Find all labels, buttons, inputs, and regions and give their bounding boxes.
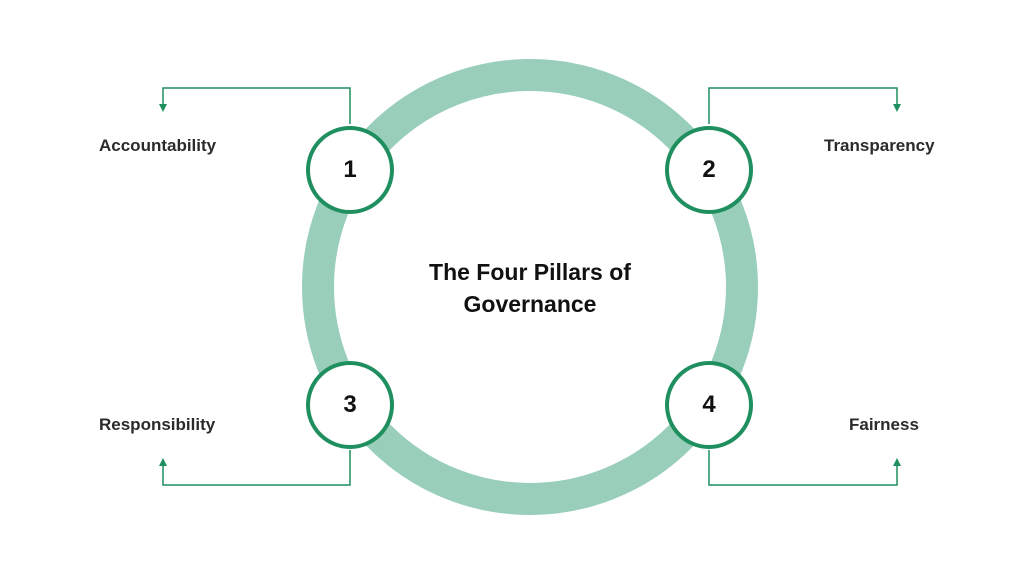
diagram-title-line1: The Four Pillars of: [429, 259, 631, 285]
pillar-number-1: 1: [306, 126, 394, 214]
pillar-label-transparency: Transparency: [824, 136, 935, 155]
pillar-number-2: 2: [665, 126, 753, 214]
diagram-title: The Four Pillars of Governance: [380, 256, 680, 320]
pillar-label-accountability: Accountability: [99, 136, 217, 155]
pillar-number-3: 3: [306, 361, 394, 449]
diagram-title-line2: Governance: [463, 291, 597, 317]
connector-accountability: [159, 87, 351, 124]
pillar-label-fairness: Fairness: [849, 415, 919, 434]
connector-responsibility: [159, 450, 351, 486]
governance-ring: [302, 59, 758, 515]
pillar-label-responsibility: Responsibility: [99, 415, 216, 434]
pillar-number-4: 4: [665, 361, 753, 449]
connector-fairness: [708, 450, 901, 486]
connector-transparency: [708, 87, 901, 124]
